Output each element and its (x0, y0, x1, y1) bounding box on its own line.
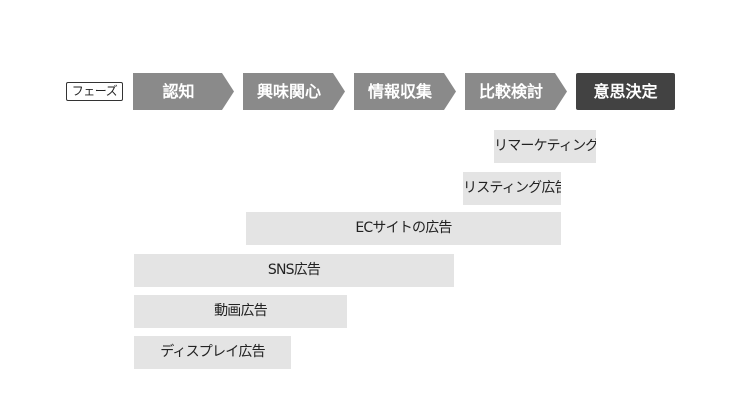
channel-bar-ec-site-ads: ECサイトの広告 (246, 212, 561, 245)
channel-bar-remarketing: リマーケティング (494, 130, 596, 163)
channel-bar-listing-ads: リスティング広告 (463, 172, 561, 205)
phase-step-awareness: 認知 (133, 73, 234, 110)
channel-bar-video-ads: 動画広告 (134, 295, 347, 328)
channel-bar-display-ads: ディスプレイ広告 (134, 336, 291, 369)
phase-step-information-gathering: 情報収集 (354, 73, 456, 110)
phase-step-interest: 興味関心 (243, 73, 345, 110)
phase-step-decision: 意思決定 (576, 73, 675, 110)
channel-bar-sns-ads: SNS広告 (134, 254, 454, 287)
phase-label: フェーズ (66, 82, 123, 101)
phase-step-comparison: 比較検討 (465, 73, 567, 110)
